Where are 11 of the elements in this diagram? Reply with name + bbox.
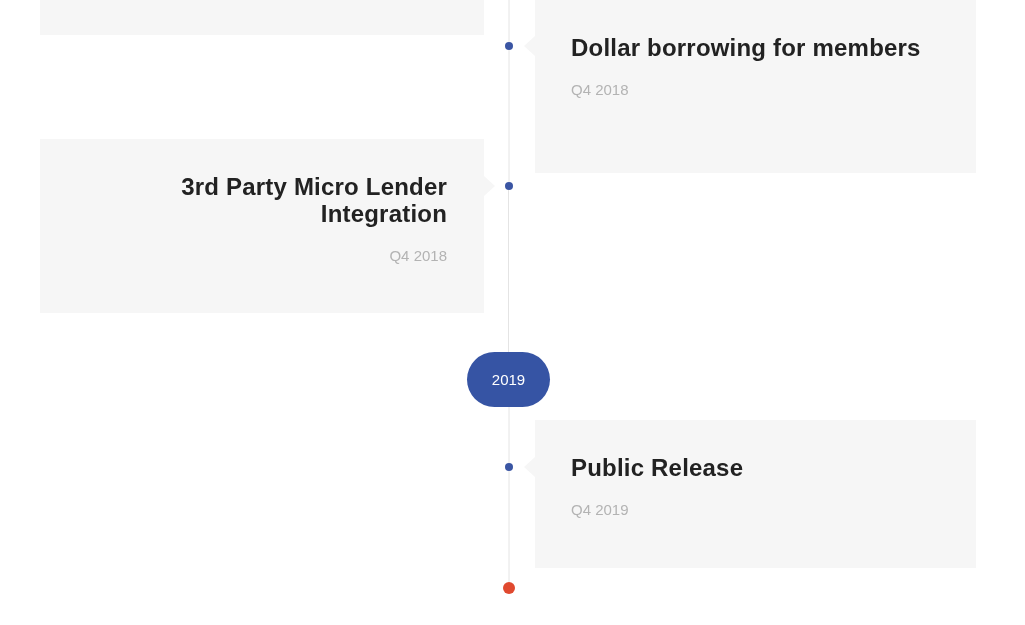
- year-pill: 2019: [467, 352, 550, 407]
- timeline-dot: [505, 182, 513, 190]
- timeline-dot: [505, 42, 513, 50]
- milestone-date: Q4 2018: [571, 81, 630, 99]
- milestone-date: Q4 2018: [388, 247, 447, 265]
- milestone-title: 3rd Party Micro Lender Integration: [180, 173, 447, 227]
- milestone-title: Public Release: [571, 454, 745, 481]
- timeline-dot: [505, 463, 513, 471]
- milestone-date: Q4 2019: [571, 501, 630, 519]
- end-dot: [503, 582, 515, 594]
- milestone-title: Dollar borrowing for members: [571, 34, 922, 61]
